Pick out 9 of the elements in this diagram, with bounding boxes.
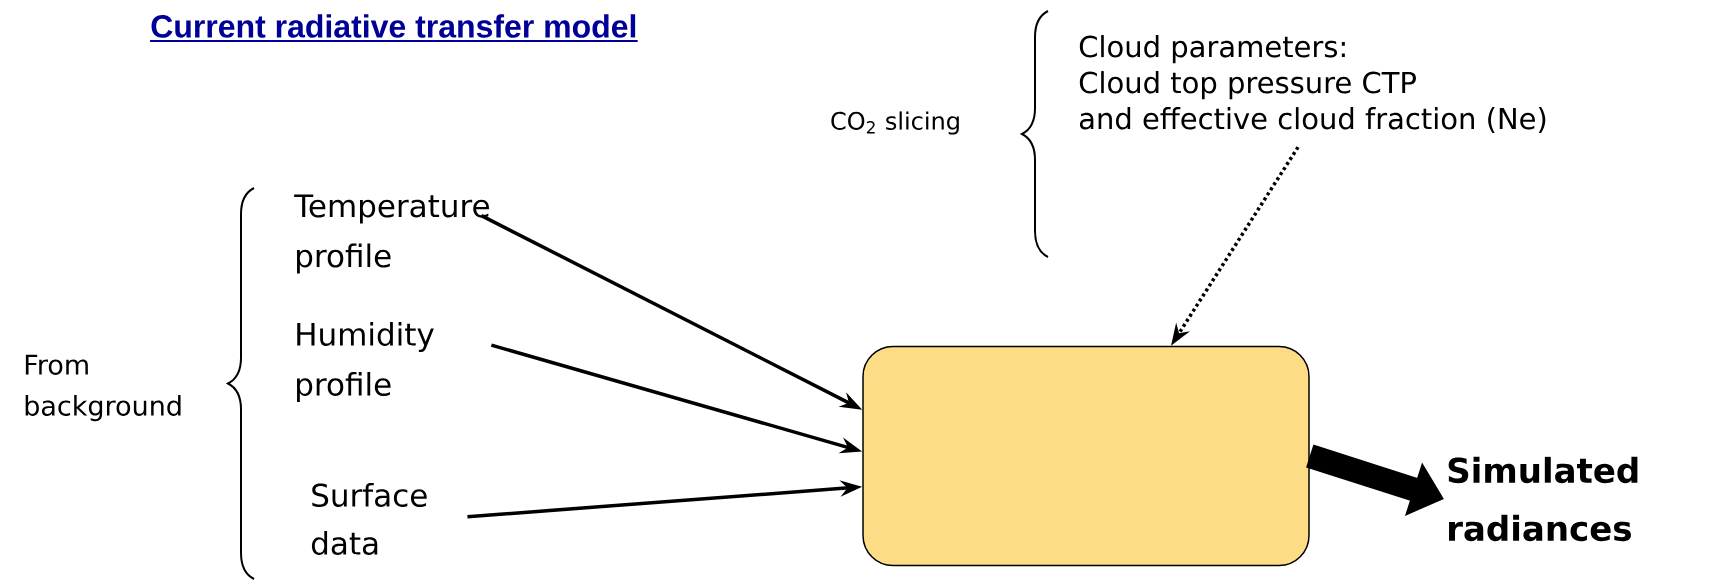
input-label: Humidity profile [297,322,434,402]
side-label: From background [25,354,181,422]
input-label: Surface data [311,483,427,555]
side-label: CO$_{2}$ slicing [831,111,959,135]
model-box [862,345,1310,567]
output-label: Simulated radiances [1448,456,1638,542]
title: Current radiative transfer model [149,14,639,42]
parameter-text: Cloud parameters: Cloud top pressure CTP and effective cloud fraction (Ne) [1079,35,1546,133]
input-label: Temperature profile [294,194,489,274]
